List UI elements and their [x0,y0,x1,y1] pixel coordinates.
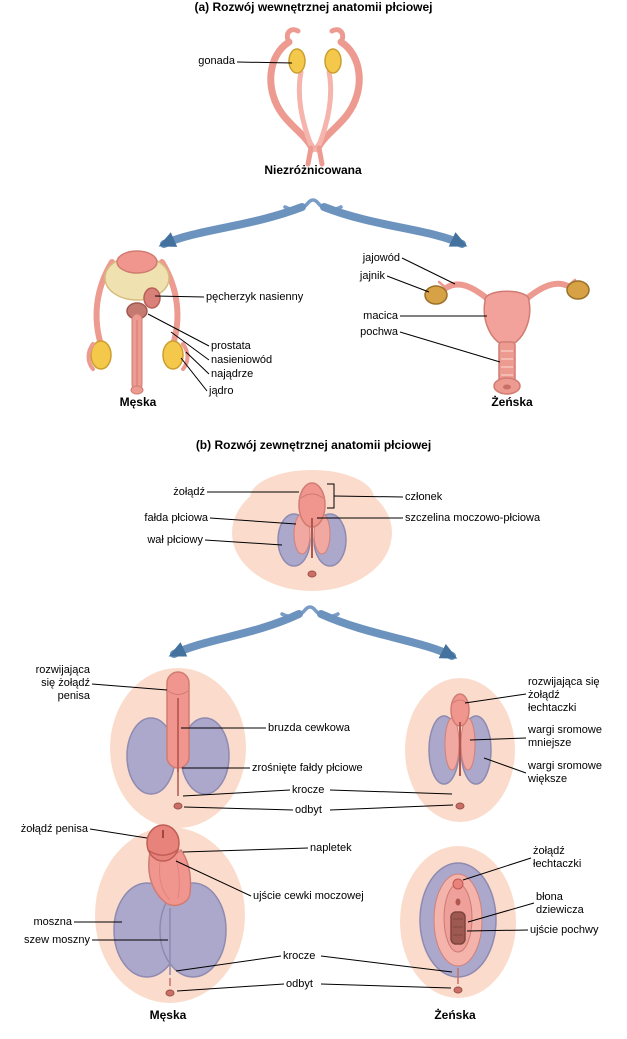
foreskin-edge [147,848,180,856]
male-developing-figure [110,668,246,828]
glans-clitoris [452,878,464,890]
label-genital-ridge: wał płciowy [147,534,203,546]
anus-undiff [307,570,317,578]
clitoral-tubercle [450,693,470,727]
male-internal-figure [86,250,190,395]
label-glans-penis: żołądź penisa [20,823,88,835]
label-undifferentiated: Niezróżnicowana [264,163,362,177]
label-labia-minora: wargi sromowe mniejsze [528,724,602,749]
anus-adult-male [165,989,175,997]
label-developing-glans-penis: rozwijająca się żołądź penisa [35,664,90,702]
section-a-title: (a) Rozwój wewnętrznej anatomii płciowej [194,0,433,14]
label-scrotal-raphe: szew moszny [23,934,90,946]
label-vagina: pochwa [360,326,398,338]
label-urethral-opening: ujście cewki moczowej [253,890,364,902]
anus-adult-female [453,986,463,994]
undifferentiated-internal-figure [267,27,363,167]
label-male-a: Męska [119,395,157,409]
epididymis-right [181,342,190,371]
label-male-b: Męska [149,1008,187,1022]
label-ovary: jajnik [359,270,385,282]
label-glans-undiff: żołądź [173,486,205,498]
label-vaginal-opening: ujście pochwy [530,924,599,936]
label-seminal-vesicle: pęcherzyk nasienny [206,291,304,303]
leader-lines [74,61,535,992]
branch-arrows-a [158,198,468,248]
label-genital-fold: fałda płciowa [144,512,208,524]
label-perineum-developing: krocze [292,784,325,796]
label-oviduct: jajowód [362,252,400,264]
gonad-right [324,48,342,74]
male-adult-figure [95,824,245,1003]
testis-left [90,340,112,370]
label-anus: odbyt [286,978,313,990]
label-epididymis: najądrze [211,368,254,380]
ovary-left [424,285,448,305]
hymen [450,911,466,945]
seminal-vesicle [143,287,161,309]
anus-developing-male [173,802,183,810]
section-b-title: (b) Rozwój zewnętrznej anatomii płciowej [195,438,432,452]
glans-penis [146,824,180,862]
uterus [483,290,531,346]
anus-developing-female [455,802,465,810]
undifferentiated-external-figure [232,470,392,591]
label-hymen: błona dziewicza [536,891,584,916]
label-scrotum: moszna [33,916,72,928]
urethral-opening-female [455,898,461,906]
label-phallus: członek [405,491,443,503]
female-developing-figure [405,678,515,822]
label-anus-developing: odbyt [295,804,322,816]
phallus-bracket [327,483,335,509]
ovary-right [566,280,590,300]
label-foreskin: napletek [310,842,352,854]
label-urethral-groove: bruzda cewkowa [268,722,350,734]
label-prostate: prostata [211,340,251,352]
female-internal-figure [424,278,590,395]
label-perineum: krocze [283,950,316,962]
label-female-b: Żeńska [434,1008,476,1022]
branch-arrows-b [168,605,458,660]
female-adult-figure [400,846,516,998]
testis-right [162,340,184,370]
label-gonad: gonada [198,55,235,67]
epididymis-left [86,342,95,371]
scrotum-right [159,882,227,978]
label-female-a: Żeńska [491,395,533,409]
label-developing-glans-clitoris: rozwijająca się żołądź łechtaczki [528,676,600,714]
label-fused-genital-folds: zrośnięte fałdy płciowe [252,762,363,774]
label-urogenital-slit: szczelina moczowo-płciowa [405,512,541,524]
label-uterus: macica [363,310,398,322]
label-testis: jądro [209,385,234,397]
label-vas-deferens: nasieniowód [211,354,273,366]
label-labia-majora: wargi sromowe większe [528,760,602,785]
label-glans-clitoris: żołądź łechtaczki [533,845,582,870]
gonad-left [288,48,306,74]
